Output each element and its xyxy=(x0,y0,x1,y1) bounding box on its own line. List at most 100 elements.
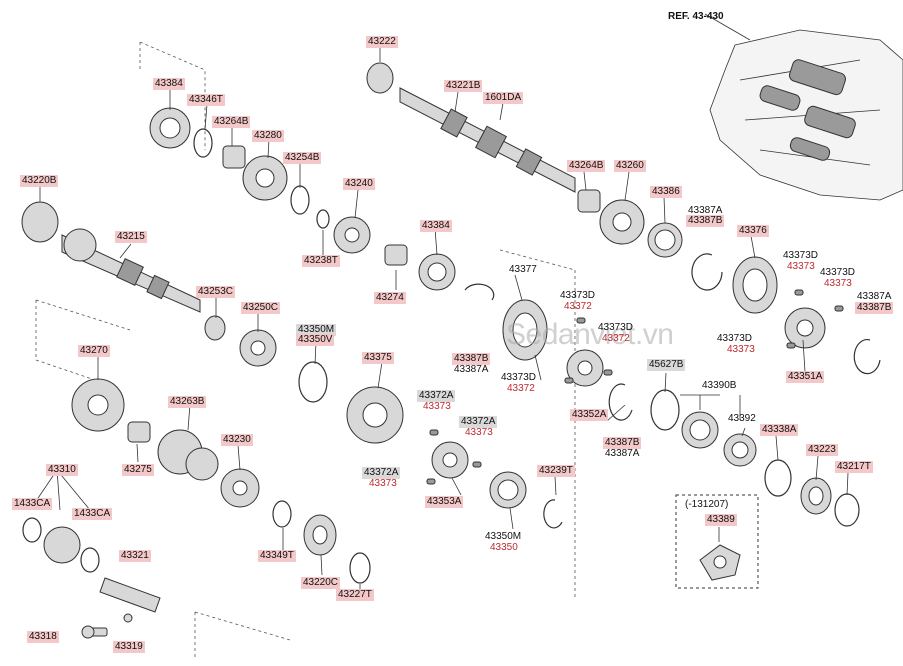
bearing-43392 xyxy=(723,433,757,467)
part-label-43389[interactable]: 43389 xyxy=(705,514,737,526)
washer-43254B xyxy=(290,185,310,215)
part-label-43319[interactable]: 43319 xyxy=(113,641,145,653)
part-label-43220B[interactable]: 43220B xyxy=(20,175,59,187)
part-label-43353A[interactable]: 43353A xyxy=(425,496,464,508)
part-label-43217T[interactable]: 43217T xyxy=(835,461,873,473)
ring-43227T xyxy=(349,552,371,584)
bearing-43275 xyxy=(127,421,151,443)
part-label-43263B[interactable]: 43263B xyxy=(168,396,207,408)
part-label-43318[interactable]: 43318 xyxy=(27,631,59,643)
part-label-43373-f[interactable]: 43373 xyxy=(369,478,397,489)
part-label-43384[interactable]: 43384 xyxy=(153,78,185,90)
part-label-43264B-right[interactable]: 43264B xyxy=(567,160,606,172)
part-label-43387A-mid[interactable]: 43387A xyxy=(454,364,489,375)
part-label-43270[interactable]: 43270 xyxy=(78,345,110,357)
part-label-43373-d[interactable]: 43373 xyxy=(423,401,451,412)
part-label-43351A[interactable]: 43351A xyxy=(786,371,825,383)
part-label-43390B[interactable]: 43390B xyxy=(702,380,737,391)
part-label-43372-a[interactable]: 43372 xyxy=(564,301,592,312)
part-label-43338A[interactable]: 43338A xyxy=(760,424,799,436)
part-label-43350-low[interactable]: 43350 xyxy=(490,542,518,553)
circlip-43387A-right xyxy=(853,339,881,375)
part-label-43372-c[interactable]: 43372 xyxy=(507,383,535,394)
part-label-43373D-e[interactable]: 43373D xyxy=(598,322,634,333)
part-label-43372-b[interactable]: 43372 xyxy=(602,333,630,344)
part-label-43373D-f[interactable]: 43373D xyxy=(501,372,537,383)
circlip-43387B-mid xyxy=(608,383,633,421)
part-label-43373-e[interactable]: 43373 xyxy=(465,427,493,438)
part-label-43215[interactable]: 43215 xyxy=(115,231,147,243)
part-label-43387A-low[interactable]: 43387A xyxy=(605,448,640,459)
part-label-43220C[interactable]: 43220C xyxy=(301,577,341,589)
part-label-43349T[interactable]: 43349T xyxy=(258,550,296,562)
part-label-43350M[interactable]: 43350M xyxy=(296,324,337,336)
part-label-43264B[interactable]: 43264B xyxy=(212,116,251,128)
part-label-43240[interactable]: 43240 xyxy=(343,178,375,190)
part-label-43372A-c[interactable]: 43372A xyxy=(362,467,401,479)
part-label-43221B[interactable]: 43221B xyxy=(444,80,483,92)
part-label-43346T[interactable]: 43346T xyxy=(187,94,225,106)
part-label-43223[interactable]: 43223 xyxy=(806,444,838,456)
part-label-1433CA-left[interactable]: 1433CA xyxy=(12,498,53,510)
part-label-43375[interactable]: 43375 xyxy=(362,352,394,364)
part-label-43239T[interactable]: 43239T xyxy=(537,465,575,477)
part-label-43280[interactable]: 43280 xyxy=(252,130,284,142)
gear-43350-lower xyxy=(489,471,527,509)
part-label-43350V[interactable]: 43350V xyxy=(296,334,335,346)
part-label-1433CA-right[interactable]: 1433CA xyxy=(72,508,113,520)
ring-43386 xyxy=(647,222,683,258)
part-label-43376[interactable]: 43376 xyxy=(737,225,769,237)
part-label-43250C[interactable]: 43250C xyxy=(241,302,281,314)
part-label-43227T[interactable]: 43227T xyxy=(336,589,374,601)
part-label-43373-b[interactable]: 43373 xyxy=(824,278,852,289)
part-label-43274[interactable]: 43274 xyxy=(374,292,406,304)
part-label-43387B-right[interactable]: 43387B xyxy=(855,302,894,314)
part-label-43387A-top[interactable]: 43387A xyxy=(688,205,723,216)
part-label-43387B-low[interactable]: 43387B xyxy=(603,437,642,449)
part-label-1601DA[interactable]: 1601DA xyxy=(483,92,524,104)
watermark: Sedanviet.vn xyxy=(506,318,674,351)
part-label-43352A[interactable]: 43352A xyxy=(570,409,609,421)
part-label-43238T[interactable]: 43238T xyxy=(302,255,340,267)
part-label-43230[interactable]: 43230 xyxy=(221,434,253,446)
part-label-43387B-top[interactable]: 43387B xyxy=(686,215,725,227)
reference-label: REF. 43-430 xyxy=(668,11,724,22)
gear-43270 xyxy=(71,378,125,432)
shaft-43221B xyxy=(399,87,576,193)
circlip-43387A-top xyxy=(691,253,723,291)
sleeve-43376 xyxy=(732,256,778,314)
part-label-43310[interactable]: 43310 xyxy=(46,464,78,476)
bearing-43264B-top xyxy=(222,145,246,169)
keys-43373 xyxy=(786,289,844,349)
part-label-43387B-mid[interactable]: 43387B xyxy=(452,353,491,365)
part-label-43373-c[interactable]: 43373 xyxy=(727,344,755,355)
part-label-43222[interactable]: 43222 xyxy=(366,36,398,48)
part-label-43254B[interactable]: 43254B xyxy=(283,152,322,164)
synchro-hub-43351A xyxy=(784,307,826,349)
transmission-housing-illustration xyxy=(704,13,903,201)
part-label-43372A-a[interactable]: 43372A xyxy=(417,390,456,402)
part-label-45627B[interactable]: 45627B xyxy=(647,359,686,371)
reverse-gear-43310 xyxy=(22,469,100,573)
part-label-43253C[interactable]: 43253C xyxy=(196,286,236,298)
gear-43260 xyxy=(599,199,645,245)
gear-43384-top xyxy=(149,107,191,149)
part-label-43260[interactable]: 43260 xyxy=(614,160,646,172)
part-label-43384-mid[interactable]: 43384 xyxy=(420,220,452,232)
part-label-43373D-b[interactable]: 43373D xyxy=(820,267,856,278)
part-label-43373D-a[interactable]: 43373D xyxy=(783,250,819,261)
part-label-43377[interactable]: 43377 xyxy=(509,264,537,275)
part-label-43392[interactable]: 43392 xyxy=(728,413,756,424)
pin-43319 xyxy=(123,613,133,623)
part-label-43373-a[interactable]: 43373 xyxy=(787,261,815,272)
ring-43338A xyxy=(764,459,792,497)
part-label-43386[interactable]: 43386 xyxy=(650,186,682,198)
part-label-43350M-low[interactable]: 43350M xyxy=(485,531,522,542)
part-label-43275[interactable]: 43275 xyxy=(122,464,154,476)
part-label-43321[interactable]: 43321 xyxy=(119,550,151,562)
part-label-43387A-right[interactable]: 43387A xyxy=(857,291,892,302)
part-label-43373D-c[interactable]: 43373D xyxy=(717,333,753,344)
part-label-43372A-b[interactable]: 43372A xyxy=(459,416,498,428)
part-label-43373D-d[interactable]: 43373D xyxy=(560,290,596,301)
